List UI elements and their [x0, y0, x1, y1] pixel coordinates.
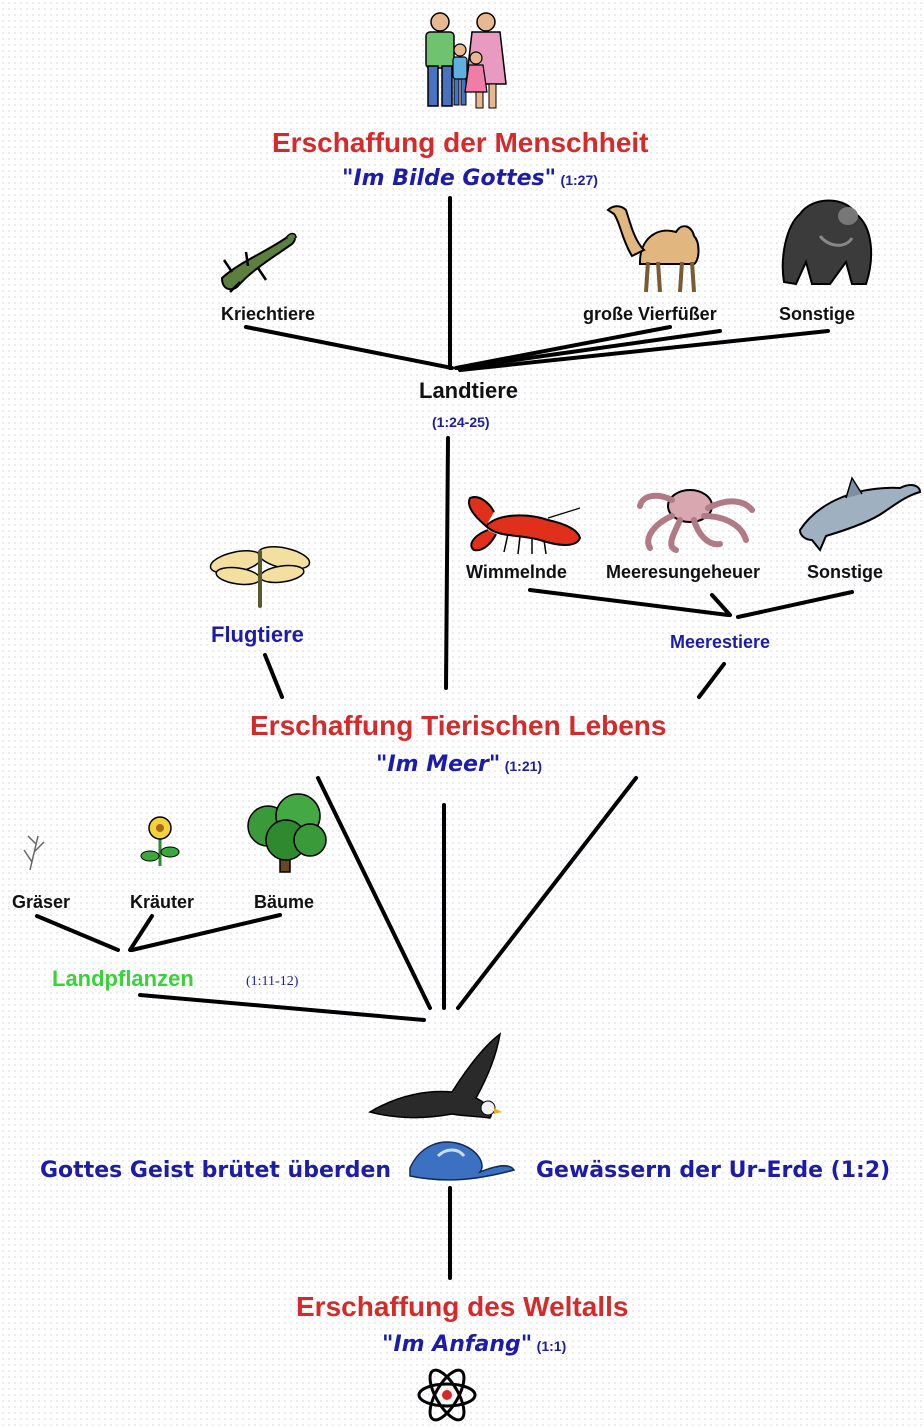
- label-wimmelnde: Wimmelnde: [466, 562, 567, 582]
- line-kriechtiere: [244, 325, 454, 370]
- label-landpflanzen: Landpflanzen: [52, 966, 194, 991]
- lobster-icon: [468, 496, 582, 555]
- tree-icon: [247, 793, 327, 873]
- camel-icon: [606, 205, 700, 293]
- label-sonstige-meer: Sonstige: [807, 562, 884, 582]
- menschheit-ref: (1:27): [560, 172, 598, 188]
- line-graeser: [35, 914, 120, 952]
- line-meerestiere: [697, 662, 726, 699]
- lizard-icon: [220, 232, 297, 293]
- connector-lines: [35, 196, 854, 1280]
- menschheit-quote: "Im Bilde Gottes": [342, 166, 557, 191]
- flower-icon: [140, 816, 180, 866]
- dolphin-icon: [798, 476, 922, 552]
- gorilla-icon: [781, 199, 873, 286]
- line-sonstige-land: [458, 329, 830, 372]
- tiere-quote: "Im Meer": [376, 752, 501, 777]
- landtiere-title: Landtiere: [419, 378, 519, 403]
- weltall-quote: "Im Anfang": [382, 1332, 533, 1357]
- label-baeume: Bäume: [254, 892, 315, 912]
- family-icon: [425, 12, 507, 109]
- atom-icon: [417, 1368, 477, 1422]
- line-landpflanzen: [138, 993, 426, 1022]
- label-flugtiere: Flugtiere: [211, 622, 304, 647]
- weltall-ref: (1:1): [536, 1338, 567, 1354]
- line-landtiere-tiere: [444, 436, 450, 690]
- menschheit-title: Erschaffung der Menschheit: [272, 127, 649, 158]
- weltall-subtitle: "Im Anfang" (1:1): [382, 1332, 566, 1357]
- landtiere-ref: (1:24-25): [432, 414, 490, 430]
- octopus-icon: [637, 489, 755, 553]
- line-sonstige-meer: [736, 590, 854, 619]
- landpflanzen-ref: (1:11-12): [246, 974, 299, 989]
- line-vierfuesser-a: [454, 325, 672, 370]
- label-meerestiere: Meerestiere: [670, 632, 771, 652]
- line-baeume: [130, 913, 282, 952]
- label-sonstige-land: Sonstige: [779, 304, 856, 324]
- line-kraeuter: [128, 914, 154, 952]
- line-meeresungeheuer: [710, 593, 732, 617]
- geist-right-text: Gewässern der Ur-Erde (1:2): [536, 1158, 891, 1183]
- tiere-title: Erschaffung Tierischen Lebens: [250, 710, 667, 741]
- label-kraeuter: Kräuter: [130, 892, 195, 912]
- line-tiere-left: [316, 776, 432, 1010]
- line-flugtiere: [263, 653, 284, 699]
- line-tiere-right: [456, 776, 638, 1010]
- tiere-ref: (1:21): [504, 758, 543, 774]
- geist-left-text: Gottes Geist brütet überden: [40, 1158, 392, 1183]
- menschheit-subtitle: "Im Bilde Gottes" (1:27): [342, 166, 598, 191]
- line-wimmelnde: [528, 588, 730, 617]
- label-kriechtiere: Kriechtiere: [221, 304, 316, 324]
- dragonfly-icon: [209, 546, 311, 608]
- line-vierfuesser-b: [456, 329, 722, 370]
- tiere-subtitle: "Im Meer" (1:21): [376, 752, 542, 777]
- eagle-icon: [368, 1032, 502, 1119]
- grass-icon: [23, 835, 45, 871]
- label-graeser: Gräser: [12, 892, 71, 912]
- label-meeresungeheuer: Meeresungeheuer: [606, 562, 761, 582]
- weltall-title: Erschaffung des Weltalls: [296, 1291, 629, 1322]
- wave-icon: [409, 1141, 516, 1181]
- label-vierfuesser: große Vierfüßer: [583, 304, 717, 324]
